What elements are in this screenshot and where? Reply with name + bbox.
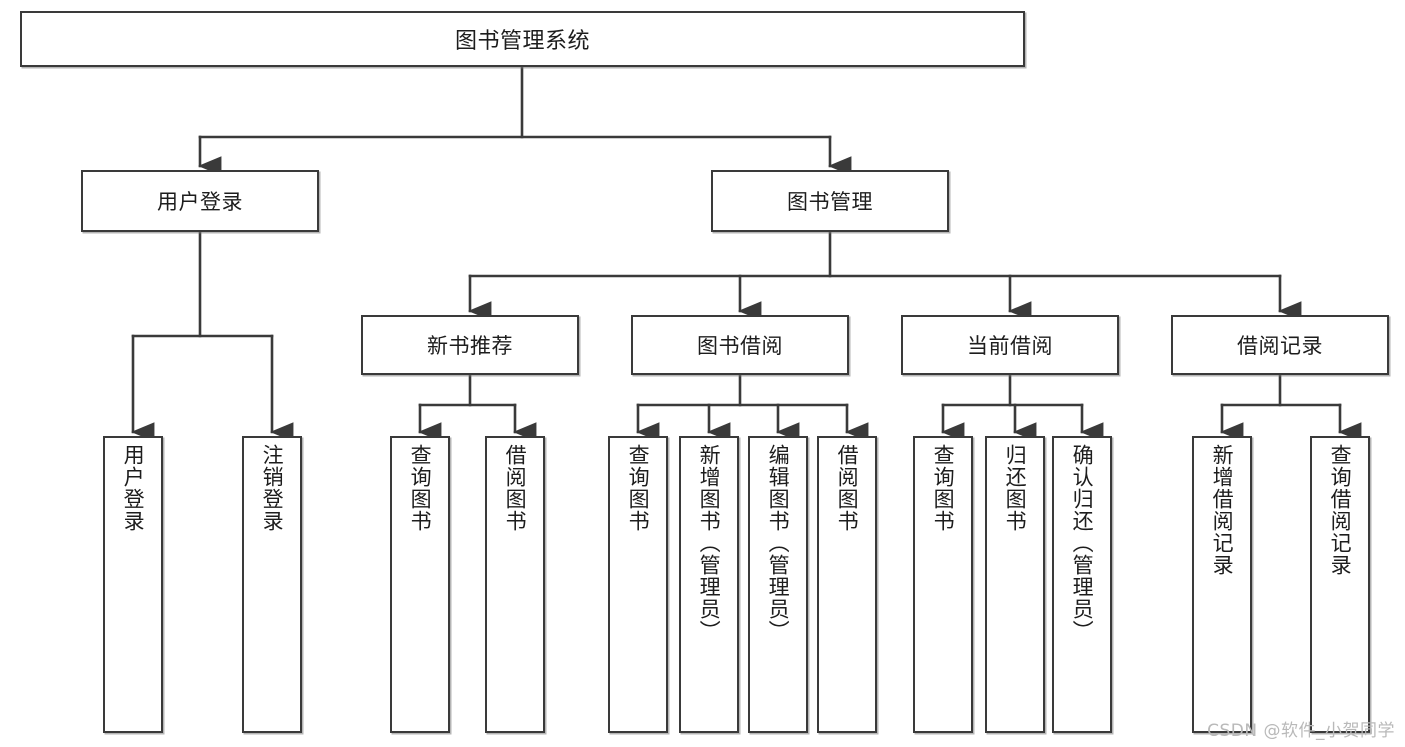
node-leaf-borrow-query-label: 查询图书: [626, 444, 651, 532]
node-user-login-label: 用户登录: [157, 190, 243, 214]
node-leaf-cur-query-label: 查询图书: [931, 444, 956, 532]
node-leaf-cur-return-label: 归还图书: [1003, 444, 1028, 532]
node-leaf-cur-return[interactable]: 归还图书: [985, 436, 1045, 733]
node-leaf-rec-add-label: 新增借阅记录: [1210, 444, 1235, 576]
node-leaf-rec-borrow-label: 借阅图书: [503, 444, 528, 532]
node-leaf-user-logout-label: 注销登录: [260, 444, 285, 532]
node-book-borrow-label: 图书借阅: [697, 334, 783, 358]
node-book-manage[interactable]: 图书管理: [711, 170, 949, 232]
node-book-manage-label: 图书管理: [787, 190, 873, 214]
node-leaf-rec-borrow[interactable]: 借阅图书: [485, 436, 545, 733]
node-leaf-rec-add[interactable]: 新增借阅记录: [1192, 436, 1252, 733]
node-leaf-borrow-add-label: 新增图书（管理员）: [697, 444, 722, 642]
node-leaf-cur-confirm[interactable]: 确认归还（管理员）: [1052, 436, 1112, 733]
node-leaf-rec-query[interactable]: 查询图书: [390, 436, 450, 733]
node-new-book-rec-label: 新书推荐: [427, 334, 513, 358]
node-leaf-user-logout[interactable]: 注销登录: [242, 436, 302, 733]
node-new-book-rec[interactable]: 新书推荐: [361, 315, 579, 375]
node-leaf-cur-confirm-label: 确认归还（管理员）: [1070, 444, 1095, 642]
node-borrow-record[interactable]: 借阅记录: [1171, 315, 1389, 375]
node-leaf-cur-query[interactable]: 查询图书: [913, 436, 973, 733]
node-leaf-rec-search-label: 查询借阅记录: [1328, 444, 1353, 576]
node-leaf-borrow-take-label: 借阅图书: [835, 444, 860, 532]
node-leaf-rec-query-label: 查询图书: [408, 444, 433, 532]
node-leaf-borrow-add[interactable]: 新增图书（管理员）: [679, 436, 739, 733]
node-borrow-record-label: 借阅记录: [1237, 334, 1323, 358]
node-leaf-user-login[interactable]: 用户登录: [103, 436, 163, 733]
node-root-label: 图书管理系统: [454, 29, 590, 54]
node-leaf-rec-search[interactable]: 查询借阅记录: [1310, 436, 1370, 733]
node-current-borrow-label: 当前借阅: [967, 334, 1053, 358]
node-leaf-borrow-query[interactable]: 查询图书: [608, 436, 668, 733]
node-leaf-borrow-edit[interactable]: 编辑图书（管理员）: [748, 436, 808, 733]
node-user-login[interactable]: 用户登录: [81, 170, 319, 232]
node-root[interactable]: 图书管理系统: [20, 11, 1025, 67]
node-leaf-borrow-take[interactable]: 借阅图书: [817, 436, 877, 733]
csdn-watermark: CSDN @软件_小贺同学: [1207, 721, 1395, 741]
node-leaf-borrow-edit-label: 编辑图书（管理员）: [766, 444, 791, 642]
node-book-borrow[interactable]: 图书借阅: [631, 315, 849, 375]
node-current-borrow[interactable]: 当前借阅: [901, 315, 1119, 375]
node-leaf-user-login-label: 用户登录: [121, 444, 146, 532]
